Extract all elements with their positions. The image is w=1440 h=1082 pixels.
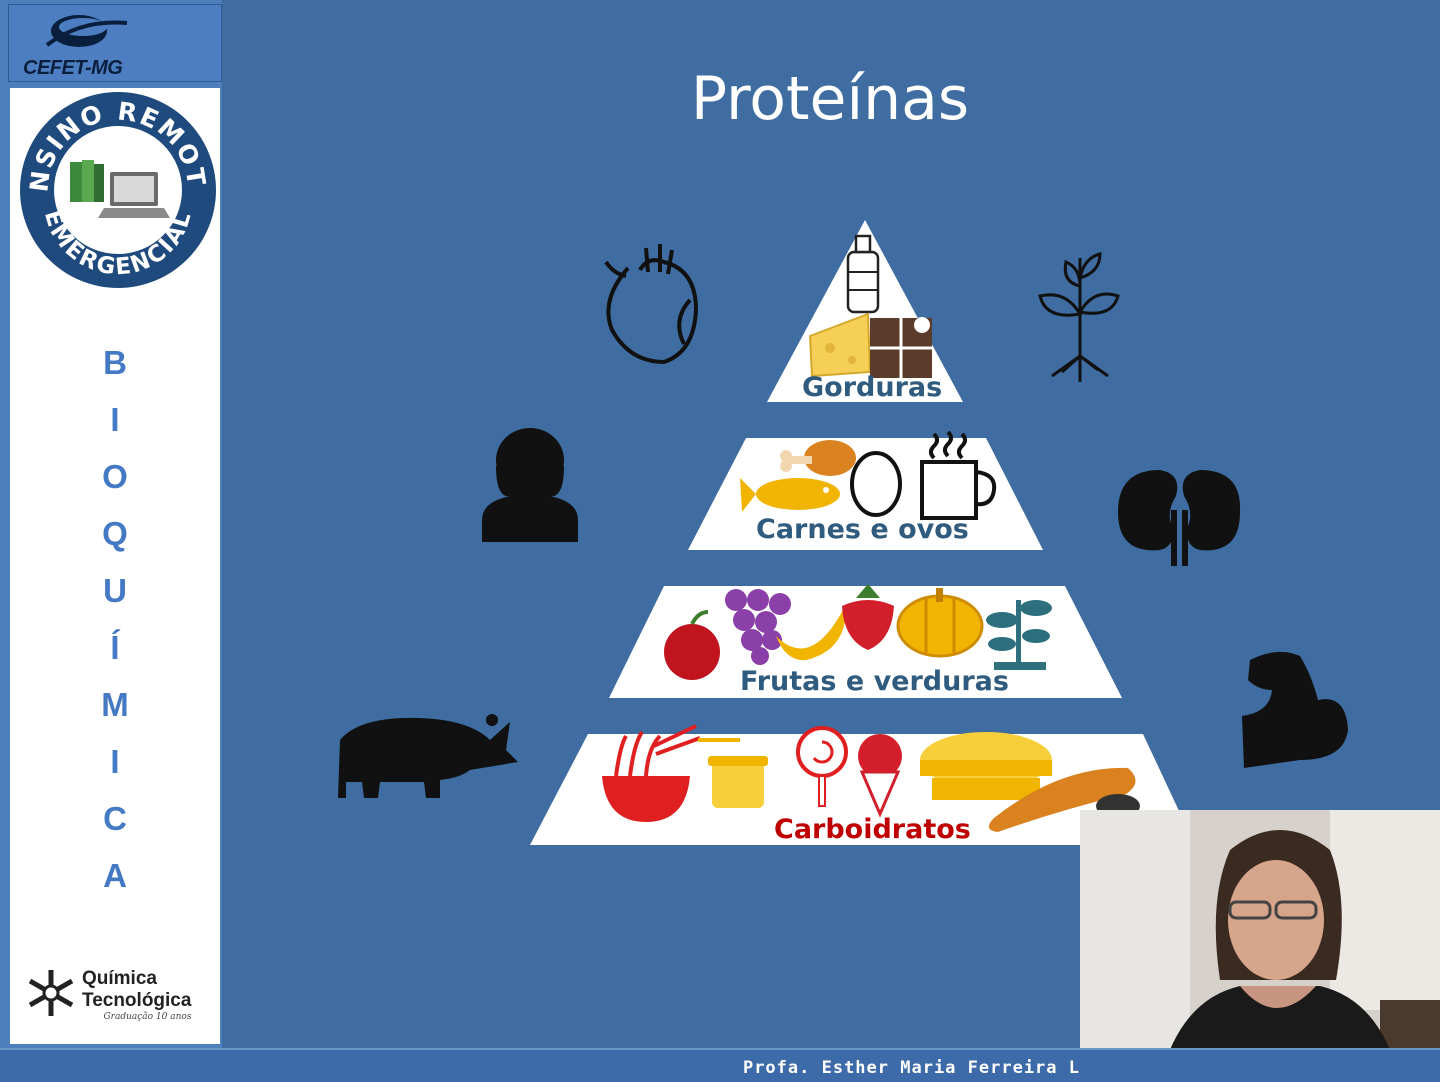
baguette-icon [988, 767, 1136, 832]
presenter-video [1080, 810, 1440, 1080]
grapes-icon [725, 589, 791, 665]
letter: A [103, 857, 127, 894]
chocolate-icon [870, 317, 932, 378]
food-pyramid-scene [338, 220, 1348, 845]
footer-professor-name: Profa. Esther Maria Ferreira L [742, 1058, 1080, 1078]
letter: C [103, 800, 127, 837]
molecule-logo-icon [28, 970, 74, 1016]
course-line2: Tecnológica [82, 990, 192, 1011]
ice-cream-icon [858, 734, 902, 818]
letter: Í [110, 629, 120, 666]
sidebar: CEFET-MG ENSINO REMOTO EMERGENCIAL [0, 0, 222, 1048]
letter: Q [102, 515, 128, 552]
fish-icon [740, 478, 840, 512]
apple-icon [664, 610, 720, 680]
plant-icon [1038, 252, 1120, 382]
tier-label-carboidratos: Carboidratos [774, 814, 971, 845]
heart-icon [604, 244, 699, 365]
footer-bar: Profa. Esther Maria Ferreira L [0, 1048, 1440, 1082]
letter: B [103, 344, 127, 381]
sprout-icon [986, 600, 1052, 670]
egg-icon [850, 451, 902, 517]
letter: I [110, 401, 120, 438]
pumpkin-icon [896, 588, 984, 658]
water-bottle-icon [846, 234, 880, 314]
muscle-icon [1242, 651, 1348, 768]
course-signature: Graduação 10 anos [103, 1012, 192, 1022]
ensino-remoto-seal: ENSINO REMOTO EMERGENCIAL [18, 90, 216, 288]
sidebar-panel: ENSINO REMOTO EMERGENCIAL B I O Q U Í [10, 88, 220, 1044]
tier-label-frutas-e-verduras: Frutas e verduras [740, 666, 1009, 697]
slide-title: Proteínas [690, 64, 970, 134]
lollipop-icon [796, 726, 848, 807]
cefet-logo: CEFET-MG [8, 4, 222, 82]
webcam-overlay [1080, 810, 1440, 1080]
letter: U [103, 572, 127, 609]
chicken-leg-icon [780, 440, 856, 476]
course-line1: Química [82, 968, 157, 989]
tier-label-gorduras: Gorduras [802, 372, 943, 403]
kidneys-icon [1118, 470, 1241, 566]
letter: O [102, 458, 128, 495]
honey-jar-icon [698, 738, 768, 808]
quimica-tecnologica-logo: Química Tecnológica Graduação 10 anos [24, 966, 191, 1025]
rhino-icon [338, 714, 518, 798]
letter: I [110, 743, 120, 780]
cefet-swoosh-icon [45, 15, 128, 47]
cefet-logo-text: CEFET-MG [23, 57, 123, 79]
banana-icon [776, 604, 847, 661]
coffee-mug-icon [920, 430, 997, 520]
letter: M [101, 686, 129, 723]
tier-label-carnes-e-ovos: Carnes e ovos [756, 514, 969, 545]
pie-icon [920, 732, 1052, 800]
vertical-word-bioquimica: B I O Q U Í M I C A [10, 344, 220, 914]
laptop-icon [98, 172, 170, 218]
woman-icon [482, 428, 578, 542]
strawberry-icon [842, 584, 894, 650]
noodle-bowl-icon [602, 724, 701, 822]
books-icon [70, 160, 104, 202]
